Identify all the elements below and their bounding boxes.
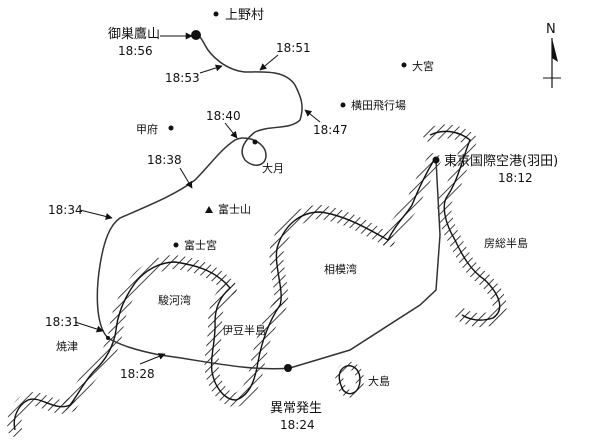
time-label: 18:40 [206,109,241,123]
marker-haneda [432,156,440,164]
marker-kofu [168,125,174,131]
label-sagami-bay: 相模湾 [324,262,357,276]
north-arrow: N [543,22,561,88]
marker-otsuki [252,139,258,145]
place-markers [106,11,440,372]
time-label: 18:34 [48,203,83,217]
flight-route [96,34,441,370]
north-label: N [546,22,556,37]
marker-omiya [401,62,407,68]
time-anomaly: 18:24 [280,418,315,432]
label-boso: 房総半島 [484,236,528,250]
marker-fujinomiya [173,242,179,248]
place-labels: 上野村 大宮 横田飛行場 甲府 大月 富士山 富士宮 相模湾 房総半島 駿河湾 … [56,8,558,432]
marker-anomaly [284,364,292,372]
time-labels: 18:51 18:53 18:47 18:40 18:38 18:34 18:3… [45,41,348,381]
time-osutaka: 18:56 [118,44,153,58]
label-yaizu: 焼津 [56,340,78,353]
label-izu: 伊豆半島 [222,323,266,337]
time-label: 18:51 [276,41,311,55]
marker-yokota [340,102,346,108]
label-haneda: 東京国際空港(羽田) [444,153,558,169]
coastline [7,124,507,437]
label-yokota: 横田飛行場 [351,98,406,112]
coastline-outline [13,130,501,431]
label-otsuki: 大月 [262,161,284,175]
label-omiya: 大宮 [412,59,434,73]
marker-yaizu [106,336,110,340]
marker-osutaka [191,30,201,40]
time-label: 18:47 [313,123,348,137]
time-haneda: 18:12 [498,171,533,185]
time-label: 18:53 [165,71,200,85]
label-osutaka: 御巣鷹山 [108,27,160,42]
label-fuji: 富士山 [218,202,251,216]
time-pointer-arrows [74,32,321,365]
label-ueno: 上野村 [225,8,264,23]
time-label: 18:38 [147,153,182,167]
marker-ueno [213,11,219,17]
label-oshima: 大島 [368,374,390,388]
label-anomaly: 異常発生 [270,401,322,416]
time-label: 18:28 [120,367,155,381]
marker-fuji [205,206,213,213]
label-fujinomiya: 富士宮 [184,238,217,252]
time-label: 18:31 [45,315,80,329]
label-suruga-bay: 駿河湾 [158,293,191,307]
label-kofu: 甲府 [136,122,158,136]
